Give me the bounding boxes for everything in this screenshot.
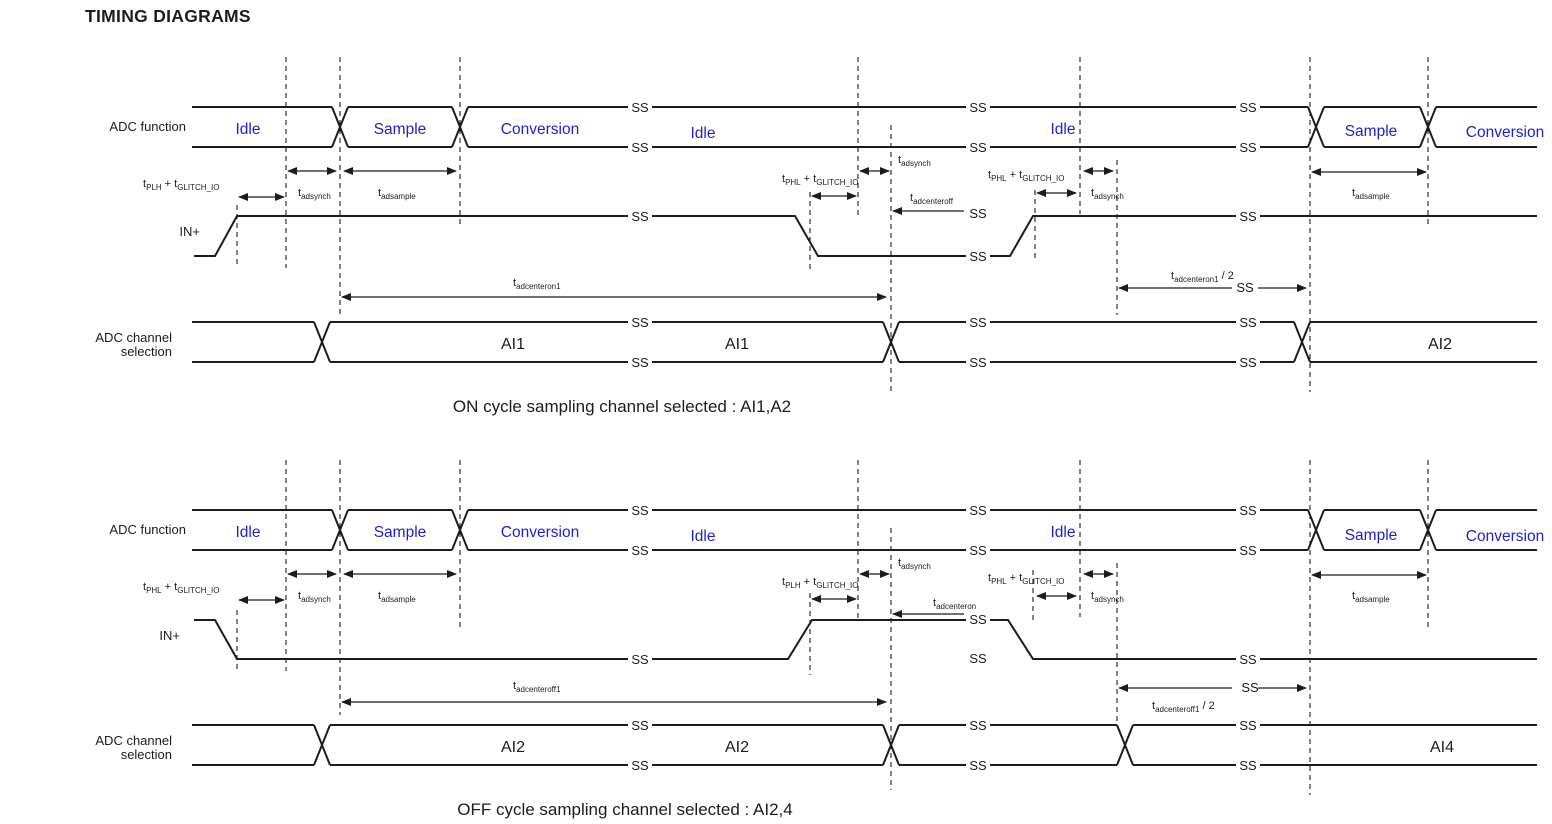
timing-label-tadsample: tadsample (378, 187, 416, 201)
time-break-label: SS (631, 100, 649, 115)
adc-function-bus (192, 106, 1537, 148)
state-idle-2: Idle (691, 528, 716, 545)
state-conversion-1: Conversion (501, 524, 579, 541)
bottom-caption: OFF cycle sampling channel selected : AI… (457, 800, 792, 819)
state-idle-1: Idle (236, 524, 261, 541)
time-break-label: SS (631, 209, 649, 224)
time-break-label: SS (1239, 503, 1257, 518)
time-break-label: SS (1239, 652, 1257, 667)
time-break-label: SS (631, 315, 649, 330)
adc-channel-bus (192, 724, 1537, 766)
state-sample-1: Sample (374, 121, 427, 138)
time-break-label: SS (969, 249, 987, 264)
adc-channel-row-label2: selection (121, 344, 172, 359)
time-break-label: SS (969, 100, 987, 115)
time-break-label: SS (969, 206, 987, 221)
bottom-diagram: ADC function IN+ ADC channel selection I… (95, 460, 1544, 819)
time-break-label: SS (969, 140, 987, 155)
timing-label-tadcenteron1-half: tadcenteron1 / 2 (1171, 270, 1234, 284)
time-break-label: SS (631, 758, 649, 773)
channel-seg3-label: AI4 (1430, 739, 1454, 756)
timing-label-tphl-glitch-right: tPHL + tGLITCH_IO (988, 572, 1064, 586)
time-break-label: SS (969, 651, 987, 666)
time-break-label: SS (969, 758, 987, 773)
top-diagram: ADC function IN+ ADC channel selection I… (95, 57, 1544, 416)
time-break-label: SS (969, 503, 987, 518)
timing-label-tadsample-right: tadsample (1352, 590, 1390, 604)
state-idle-1: Idle (236, 121, 261, 138)
top-caption: ON cycle sampling channel selected : AI1… (453, 397, 791, 416)
adc-function-row-label: ADC function (109, 119, 186, 134)
state-idle-3: Idle (1051, 524, 1076, 541)
timing-label-tadsynch: tadsynch (298, 187, 331, 201)
time-break-label: SS (631, 503, 649, 518)
adc-channel-bus (192, 321, 1537, 363)
in-plus-waveform (194, 215, 1537, 257)
time-break-label: SS (969, 543, 987, 558)
state-sample-1: Sample (374, 524, 427, 541)
state-idle-2: Idle (691, 125, 716, 142)
state-conversion-1: Conversion (501, 121, 579, 138)
time-break-label: SS (969, 355, 987, 370)
timing-label-tadcenteroff1-half: tadcenteroff1 / 2 (1152, 700, 1215, 714)
timing-label-tadsynch: tadsynch (298, 590, 331, 604)
timing-label-tadcenteron1: tadcenteron1 (513, 277, 561, 291)
state-sample-2: Sample (1345, 123, 1398, 140)
timing-label-tadsample: tadsample (378, 590, 416, 604)
time-break-label: SS (1239, 209, 1257, 224)
timing-label-tphl-glitch-right: tPHL + tGLITCH_IO (988, 169, 1064, 183)
time-break-label: SS (631, 718, 649, 733)
time-break-label: SS (631, 355, 649, 370)
channel-seg2-label: AI2 (725, 739, 749, 756)
time-break-label: SS (1241, 680, 1259, 695)
adc-channel-row-label2: selection (121, 747, 172, 762)
time-break-label: SS (631, 543, 649, 558)
channel-seg1-label: AI2 (501, 739, 525, 756)
adc-function-bus (192, 509, 1537, 551)
in-plus-row-label: IN+ (179, 224, 200, 239)
adc-channel-row-label: ADC channel (95, 733, 172, 748)
timing-label-tadcenteroff: tadcenteroff (910, 192, 954, 206)
time-break-label: SS (1239, 355, 1257, 370)
adc-function-row-label: ADC function (109, 522, 186, 537)
time-break-label: SS (969, 612, 987, 627)
channel-seg3-label: AI2 (1428, 336, 1452, 353)
time-break-label: SS (969, 315, 987, 330)
time-break-label: SS (1236, 280, 1254, 295)
in-plus-waveform (194, 619, 1537, 660)
state-conversion-2: Conversion (1466, 124, 1544, 141)
time-break-label: SS (631, 652, 649, 667)
timing-label-tadcenteron: tadcenteron (933, 597, 976, 611)
state-idle-3: Idle (1051, 121, 1076, 138)
timing-label-tplh-glitch-mid: tPLH + tGLITCH_IO (782, 576, 858, 590)
timing-label-tadcenteroff1: tadcenteroff1 (513, 680, 561, 694)
time-break-label: SS (1239, 758, 1257, 773)
timing-label-tadsample-right: tadsample (1352, 187, 1390, 201)
timing-label-tadsynch-right: tadsynch (1091, 187, 1124, 201)
time-break-label: SS (1239, 543, 1257, 558)
channel-seg2-label: AI1 (725, 336, 749, 353)
time-break-label: SS (1239, 718, 1257, 733)
time-break-label: SS (1239, 315, 1257, 330)
timing-label-tadsynch-right: tadsynch (1091, 590, 1124, 604)
state-conversion-2: Conversion (1466, 528, 1544, 545)
timing-label-tphl-glitch-mid: tPHL + tGLITCH_IO (782, 173, 858, 187)
state-sample-2: Sample (1345, 527, 1398, 544)
page-title: TIMING DIAGRAMS (85, 6, 251, 26)
time-break-label: SS (969, 718, 987, 733)
timing-label-tplh-glitch: tPLH + tGLITCH_IO (143, 178, 219, 192)
channel-seg1-label: AI1 (501, 336, 525, 353)
time-break-label: SS (1239, 100, 1257, 115)
timing-label-tphl-glitch: tPHL + tGLITCH_IO (143, 581, 219, 595)
in-plus-row-label: IN+ (159, 628, 180, 643)
time-break-label: SS (1239, 140, 1257, 155)
timing-label-tadsynch-mid: tadsynch (898, 557, 931, 571)
time-break-label: SS (631, 140, 649, 155)
adc-channel-row-label: ADC channel (95, 330, 172, 345)
timing-label-tadsynch-mid: tadsynch (898, 154, 931, 168)
